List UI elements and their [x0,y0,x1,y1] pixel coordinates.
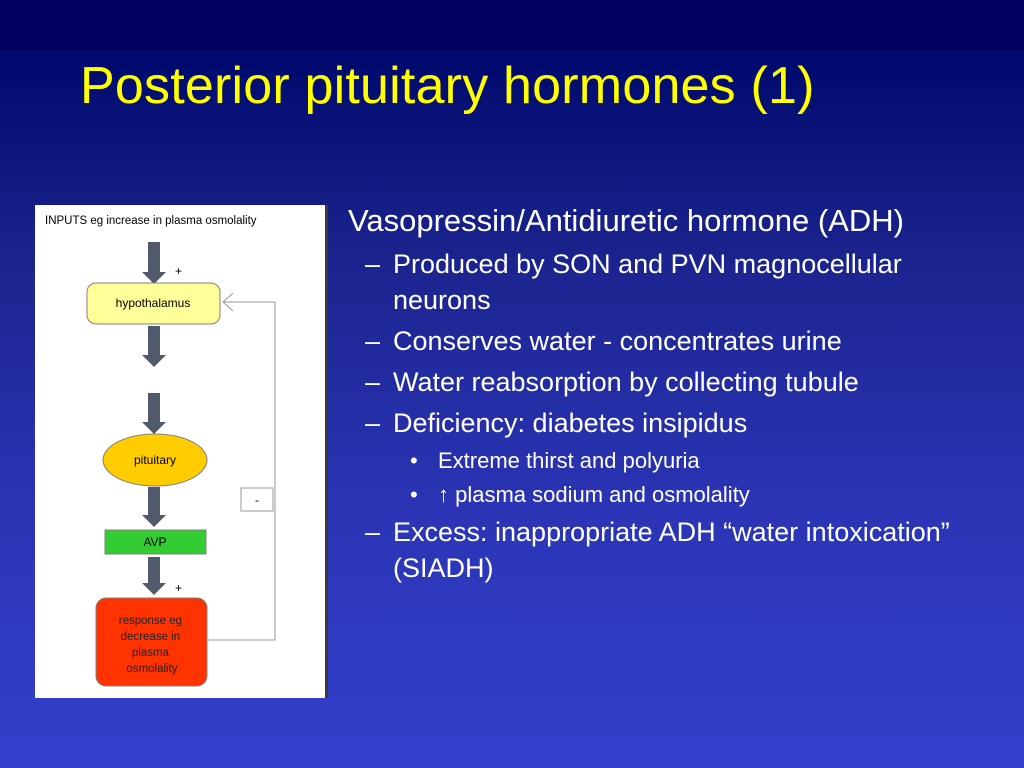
arrow-to-pituitary [142,393,166,434]
response-line-1: response eg [119,615,182,627]
dash-marker: – [365,517,381,547]
adh-bullet-list: Vasopressin/Antidiuretic hormone (ADH) –… [348,202,988,591]
dash-marker: – [365,249,381,279]
feedback-arrowhead [222,292,234,312]
sub-list-item: • ↑ plasma sodium and osmolality [348,480,988,510]
pituitary-ellipse [102,433,208,487]
hypothalamus-box [86,282,221,325]
response-line-3: plasma [132,647,170,659]
feedback-sign: - [255,493,259,507]
hypothalamus-label: hypothalamus [116,296,191,310]
arrow-to-avp [142,487,166,527]
list-item: – Excess: inappropriate ADH “water intox… [348,514,988,586]
avp-box [104,529,207,555]
plus-sign-top: + [175,264,182,278]
bullet-marker: • [410,482,418,507]
response-line-4: osmolality [126,663,177,675]
response-box [95,597,208,687]
response-label: response eg decrease in plasma osmolalit… [119,615,186,675]
list-item: – Deficiency: diabetes insipidus [348,405,988,441]
list-item-text: Produced by SON and PVN magnocellular ne… [393,249,902,315]
adh-heading: Vasopressin/Antidiuretic hormone (ADH) [348,203,904,238]
list-item: – Water reabsorption by collecting tubul… [348,364,988,400]
dash-marker: – [365,367,381,397]
dash-marker: – [365,408,381,438]
list-item: – Conserves water - concentrates urine [348,323,988,359]
inputs-label: INPUTS eg increase in plasma osmolality [45,215,257,227]
response-line-2: decrease in [121,631,180,643]
list-item-text: Conserves water - concentrates urine [393,326,842,356]
sub-list-item-text: Extreme thirst and polyuria [438,448,700,473]
list-item-text: Excess: inappropriate ADH “water intoxic… [393,517,950,583]
bullet-marker: • [410,448,418,473]
list-item-text: Deficiency: diabetes insipidus [393,408,748,438]
sub-list-item: • Extreme thirst and polyuria [348,446,988,476]
dash-marker: – [365,326,381,356]
list-item: – Produced by SON and PVN magnocellular … [348,246,988,318]
negative-feedback-loop [207,301,276,641]
arrow-from-hypothalamus [142,326,166,367]
sub-list-item-text: ↑ plasma sodium and osmolality [438,482,750,507]
avp-label: AVP [143,535,166,549]
arrow-to-hypothalamus [142,242,166,284]
adh-feedback-diagram: INPUTS eg increase in plasma osmolality … [35,205,328,698]
plus-sign-bottom: + [175,581,182,595]
slide-title: Posterior pituitary hormones (1) [80,57,815,115]
feedback-sign-box [240,487,274,512]
arrow-to-response [142,557,166,595]
top-banner [0,0,1024,50]
list-item-text: Water reabsorption by collecting tubule [393,367,859,397]
diagram-svg: INPUTS eg increase in plasma osmolality … [45,215,276,687]
pituitary-label: pituitary [134,453,176,467]
